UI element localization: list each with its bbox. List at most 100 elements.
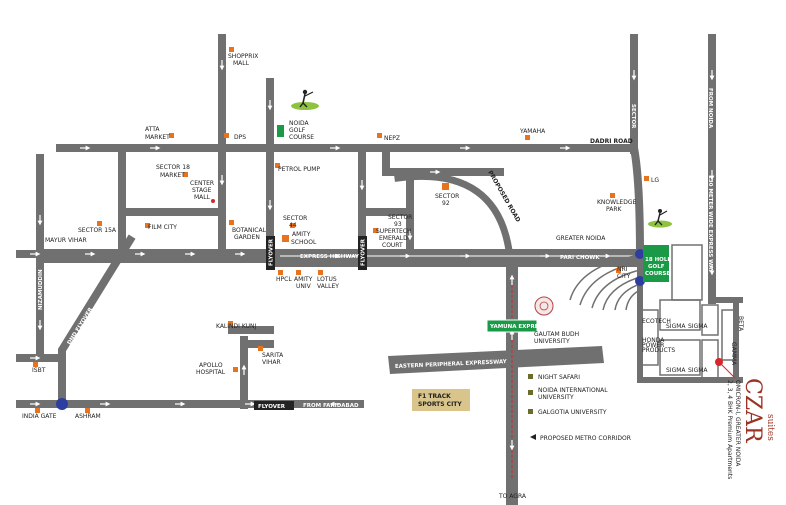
svg-text:SIGMA: SIGMA <box>688 367 708 374</box>
svg-text:SIGMA: SIGMA <box>666 323 686 330</box>
noida-golf-label: NOIDA <box>289 120 309 127</box>
svg-text:COURT: COURT <box>382 242 403 249</box>
sector18-label: SECTOR 18 <box>156 164 190 171</box>
golf-course-18-hole <box>643 245 669 282</box>
proposed-road-label: PROPOSED ROAD <box>486 170 521 224</box>
atta-market-label: ATTA <box>145 126 160 133</box>
yamuna-box <box>486 319 538 333</box>
botanical-garden-label: BOTANICAL <box>232 227 267 234</box>
night-safari-label: NIGHT SAFARI <box>538 374 580 381</box>
svg-text:POWER: POWER <box>642 342 664 349</box>
svg-text:EMERALD: EMERALD <box>379 235 408 242</box>
svg-text:FLYOVER: FLYOVER <box>361 238 367 266</box>
mayur-vihar-label: MAYUR VIHAR <box>45 237 87 244</box>
supertech-label: SUPERTECH <box>376 228 412 235</box>
svg-text:STAGE: STAGE <box>192 187 212 194</box>
omicron-label: OMICRON-I, GREATER NOIDA <box>734 380 741 467</box>
ashram-label: ASHRAM <box>75 413 101 420</box>
svg-text:UNIVERSITY: UNIVERSITY <box>538 394 574 401</box>
dnd-flyover-label: DND FLYOVER <box>67 306 95 346</box>
gautam-budh-label: GAUTAM BUDH <box>534 331 579 338</box>
svg-text:GOLF: GOLF <box>289 127 306 134</box>
golfer-icon <box>291 89 319 110</box>
svg-text:MARKET: MARKET <box>160 172 185 179</box>
f1-track-box <box>412 389 470 411</box>
metro-label: PROPOSED METRO CORRIDOR <box>540 435 631 442</box>
nepz-label: NEPZ <box>384 135 400 142</box>
svg-text:GARDEN: GARDEN <box>234 234 260 241</box>
hpcl-label: HPCL <box>276 276 292 283</box>
isbt-label: ISBT <box>32 367 46 374</box>
kalindi-kunj-label: KALINDI KUNJ <box>216 323 256 330</box>
sector92-label: SECTOR <box>435 193 459 200</box>
svg-text:BETA: BETA <box>737 316 744 332</box>
f1-track-label: F1 TRACK <box>418 393 451 400</box>
galgotia-label: GALGOTIA UNIVERSITY <box>538 409 607 416</box>
svg-text:92: 92 <box>442 200 450 207</box>
svg-text:ECOTECH: ECOTECH <box>642 318 671 325</box>
nizamuddin-label: NIZAMUDDIN <box>38 269 44 310</box>
noida-golf-marker <box>277 125 284 137</box>
to-agra-label: TO AGRA <box>498 493 527 500</box>
svg-text:COURSE: COURSE <box>289 134 314 141</box>
svg-text:18 HOLE: 18 HOLE <box>645 257 671 263</box>
svg-text:MALL: MALL <box>233 60 250 67</box>
junction-pari-chowk <box>635 249 645 259</box>
center-stage-marker <box>211 199 215 203</box>
sector15a-label: SECTOR 15A <box>78 227 117 234</box>
junction-ashram <box>56 398 68 410</box>
svg-text:UNIV: UNIV <box>296 283 312 290</box>
greater-noida-label: GREATER NOIDA <box>556 235 606 242</box>
meter-wide-label: 130 METER WIDE EXPRESS WAY <box>707 175 713 274</box>
noida-intl-label: NOIDA INTERNATIONAL <box>538 387 608 394</box>
svg-text:PARK: PARK <box>606 206 623 213</box>
yamaha-label: YAMAHA <box>519 128 546 135</box>
poi-markers <box>33 47 649 413</box>
dadri-road-label: DADRI ROAD <box>590 138 633 145</box>
right-plot-labels: ECOTECH HONDA POWER PRODUCTS SIGMA SIGMA… <box>642 316 744 374</box>
czar-pointer-line <box>718 361 736 379</box>
svg-text:93: 93 <box>394 221 402 228</box>
lg-label: LG <box>651 177 659 184</box>
pari-chowk-label: PARI CHOWK <box>560 255 600 261</box>
svg-text:FLYOVER: FLYOVER <box>269 238 275 266</box>
apollo-hospital-label: APOLLO <box>199 362 223 369</box>
right-plots <box>639 244 737 379</box>
film-city-label: FILM CITY <box>148 224 177 231</box>
eastern-peripheral-label: EASTERN PERIPHERAL EXPRESSWAY <box>395 359 508 370</box>
svg-text:44: 44 <box>289 222 297 229</box>
road-lg-curve <box>629 143 645 260</box>
eastern-peripheral-expressway <box>388 346 604 374</box>
lotus-valley-label: LOTUS <box>317 276 337 283</box>
sector93-label: SECTOR <box>388 214 412 221</box>
flyover-box-2 <box>358 236 367 270</box>
svg-text:SCHOOL: SCHOOL <box>291 239 317 246</box>
svg-text:COURSE: COURSE <box>645 271 670 277</box>
metro-arrow-icon <box>530 434 536 440</box>
gautam-budh-seal-icon <box>534 296 554 316</box>
amity-univ-label: AMITY <box>294 276 313 283</box>
knowledge-park-label: KNOWLEDGE <box>597 199 636 206</box>
svg-text:VIHAR: VIHAR <box>262 359 281 366</box>
pari-chowk-spiral <box>569 254 641 311</box>
from-faridabad-label: FROM FARIDABAD <box>303 403 359 409</box>
nri-city-label: NRI <box>617 266 628 273</box>
svg-text:VALLEY: VALLEY <box>317 283 339 290</box>
sector-road-label: SECTOR <box>630 104 636 129</box>
junction-nri-city <box>635 276 645 286</box>
svg-text:SIGMA: SIGMA <box>666 367 686 374</box>
sector44-label: SECTOR <box>283 215 307 222</box>
amity-school-label: AMITY <box>292 231 311 238</box>
sarita-vihar-label: SARITA <box>262 352 284 359</box>
apartments-label: 2, 3, 4 BHK Premium Apartments <box>726 380 733 479</box>
svg-text:CITY: CITY <box>617 273 631 280</box>
from-noida-label: FROM NOIDA <box>707 88 713 129</box>
svg-text:PRODUCTS: PRODUCTS <box>642 347 675 354</box>
svg-text:MARKET: MARKET <box>145 134 170 141</box>
road-dnd-flyover <box>58 234 136 408</box>
flyover-box-1 <box>266 236 275 270</box>
poi-labels: SHOPPRIX MALL ATTA MARKET DPS NOIDA GOLF… <box>22 53 659 420</box>
flyover-box-3 <box>254 401 294 410</box>
petrol-pump-label: PETROL PUMP <box>278 166 320 173</box>
